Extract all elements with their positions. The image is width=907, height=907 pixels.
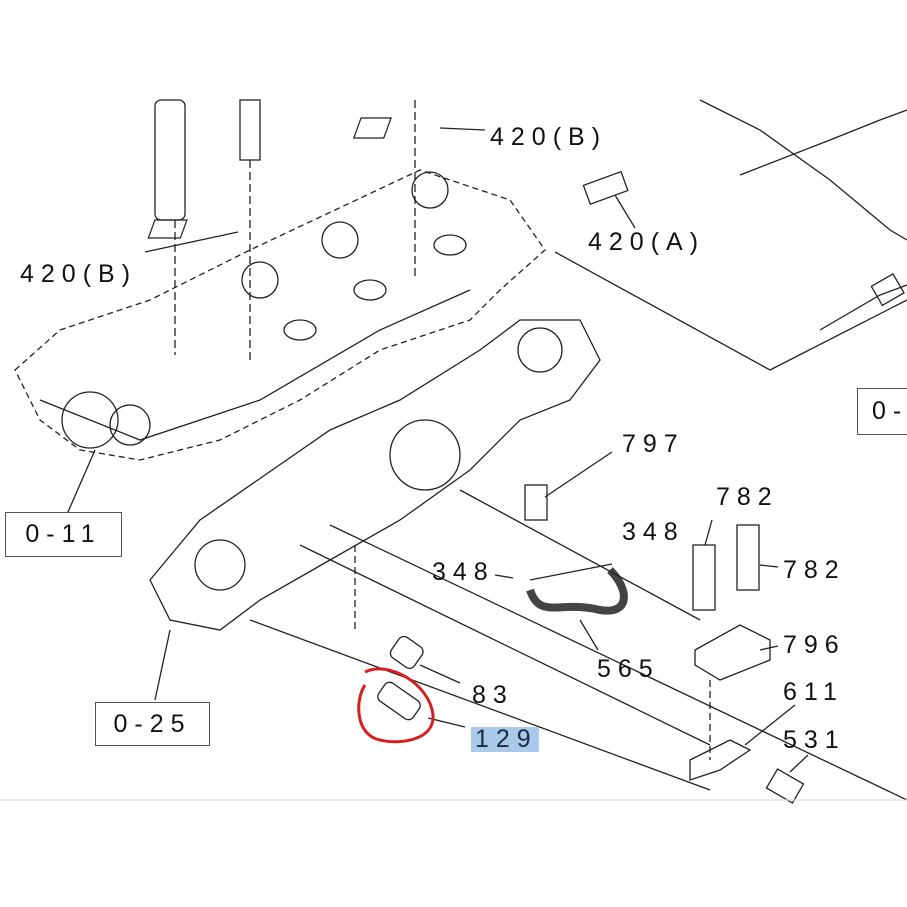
label-83: 83 <box>472 681 514 709</box>
label-420b-left: 420(B) <box>20 260 138 288</box>
label-420a: 420(A) <box>588 228 706 256</box>
label-782-b: 782 <box>783 556 846 584</box>
red-circle-annotation <box>357 667 435 744</box>
ref-box-0-11: 0-11 <box>5 512 122 557</box>
label-782-a: 782 <box>716 483 779 511</box>
label-129-highlighted[interactable]: 129 <box>471 727 539 752</box>
cylinder-head <box>14 169 546 461</box>
sensor-129 <box>377 681 421 721</box>
label-796: 796 <box>783 631 846 659</box>
label-531: 531 <box>783 726 846 754</box>
label-348-b: 348 <box>432 558 495 586</box>
intake-manifold <box>149 319 601 631</box>
ref-box-0-right: 0- <box>857 388 907 435</box>
label-611: 611 <box>783 678 844 706</box>
ref-box-0-25: 0-25 <box>95 702 210 746</box>
label-348-a: 348 <box>622 518 685 546</box>
label-565: 565 <box>597 655 660 683</box>
label-797: 797 <box>622 430 685 458</box>
label-420b-top: 420(B) <box>490 123 608 151</box>
